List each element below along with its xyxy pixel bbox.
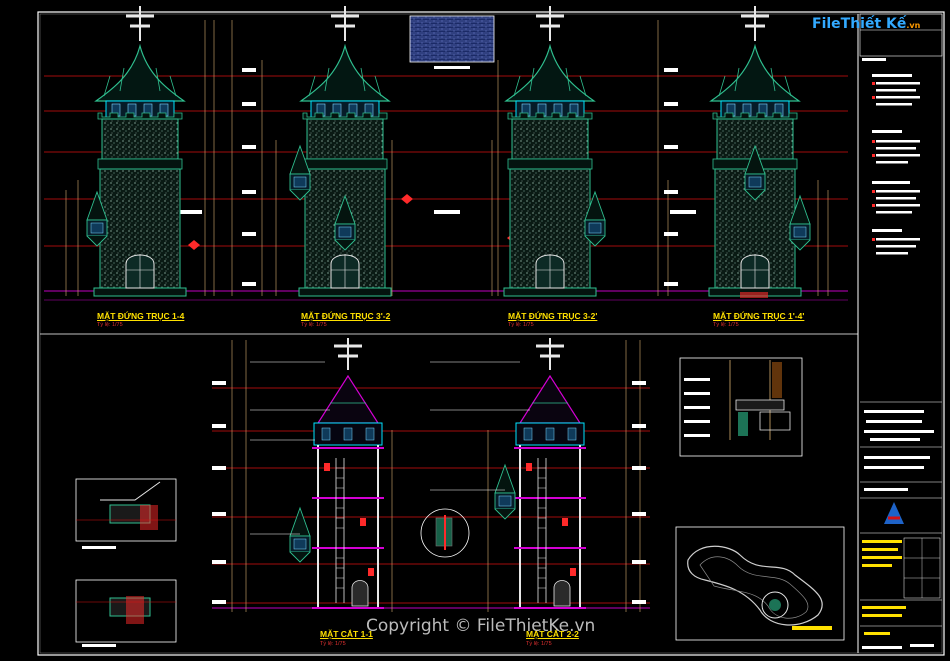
section-2-2 xyxy=(494,336,588,610)
title-block xyxy=(859,13,943,649)
view-scale: Tỷ lệ: 1/75 xyxy=(97,322,123,328)
view-title: MẶT ĐỨNG TRỤC 1-4 xyxy=(97,311,185,321)
section-1-1 xyxy=(289,336,386,610)
elevation-3-2p xyxy=(502,4,606,298)
brand-logo[interactable]: FileThiết Kế.vn xyxy=(812,16,920,32)
view-title: MẶT CẮT 2-2 xyxy=(526,629,579,639)
brand-file: File xyxy=(812,16,841,32)
detail-left-bottom xyxy=(75,579,177,647)
view-scale: Tỷ lệ: 1/75 xyxy=(526,641,552,647)
elevation-1-4 xyxy=(86,4,188,298)
brand-vn: .vn xyxy=(906,21,921,30)
view-title: MẶT ĐỨNG TRỤC 1'-4' xyxy=(713,311,805,321)
copyright-watermark: Copyright © FileThietKe.vn xyxy=(366,616,596,636)
detail-right xyxy=(679,357,803,457)
view-scale: Tỷ lệ: 1/75 xyxy=(320,641,346,647)
brand-thiet: Thiết Kế xyxy=(840,16,907,32)
detail-left-top xyxy=(75,478,177,549)
view-scale: Tỷ lệ: 1/75 xyxy=(508,322,534,328)
elevation-1p-4p xyxy=(707,4,811,298)
view-scale: Tỷ lệ: 1/75 xyxy=(301,322,327,328)
view-scale: Tỷ lệ: 1/75 xyxy=(713,322,739,328)
view-title: MẶT ĐỨNG TRỤC 3'-2 xyxy=(301,311,391,321)
site-plan xyxy=(675,526,845,641)
view-title: MẶT CẮT 1-1 xyxy=(320,629,373,639)
elevation-3p-2 xyxy=(289,4,393,298)
view-title: MẶT ĐỨNG TRỤC 3-2' xyxy=(508,311,598,321)
